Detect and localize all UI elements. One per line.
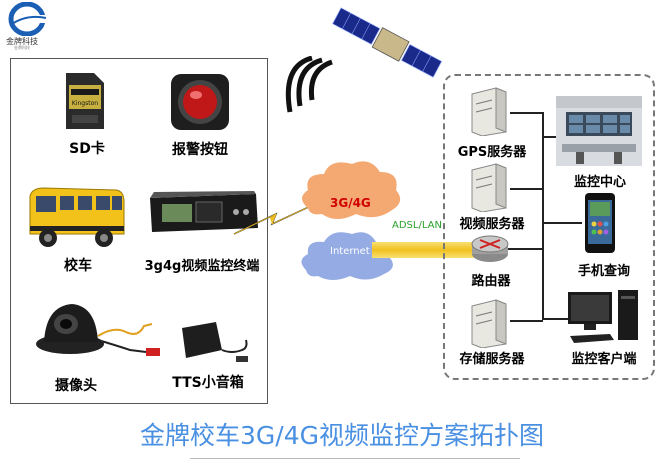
phone-icon: [585, 193, 615, 253]
speaker-icon: [182, 322, 248, 362]
camera-label: 摄像头: [55, 378, 97, 394]
gps-connector: [510, 112, 543, 114]
school-bus-label: 校车: [64, 258, 92, 274]
adsl-link-label: ADSL/LAN: [392, 220, 442, 231]
phone-label: 手机查询: [577, 264, 630, 279]
video-server-label: 视频服务器: [459, 217, 525, 232]
router-icon: [471, 235, 509, 262]
cloud-internet-icon: [301, 232, 393, 280]
wireless-link-icon: [233, 197, 329, 235]
video-server-icon: [471, 163, 507, 212]
video-server-connector: [510, 188, 543, 190]
client-connector: [542, 318, 568, 320]
server-panel: [443, 74, 655, 380]
diagram-title: 金牌校车3G/4G视频监控方案拓扑图: [140, 421, 544, 450]
storage-server-label: 存储服务器: [459, 352, 525, 367]
sd-card-icon: Kingston: [66, 73, 104, 129]
logo-subtext: 金牌科技: [14, 45, 30, 50]
client-pc-label: 监控客户端: [571, 352, 637, 367]
client-pc-icon: [568, 290, 638, 343]
video-terminal-label: 3g4g视频监控终端: [144, 259, 260, 274]
school-bus-icon: [29, 187, 125, 247]
bus-line: [542, 112, 544, 320]
alarm-button-label: 报警按钮: [172, 142, 228, 158]
adsl-link: [372, 242, 480, 258]
signal-waves-icon: [285, 56, 333, 113]
logo-icon: [8, 1, 49, 37]
speaker-label: TTS小音箱: [172, 375, 244, 391]
svg-text:Kingston: Kingston: [72, 100, 98, 107]
video-terminal-icon: [150, 191, 258, 232]
cloud-3g-icon: [302, 161, 401, 219]
monitor-center-icon: [556, 96, 642, 166]
title-underline: [190, 458, 520, 459]
storage-connector: [510, 320, 543, 322]
router-label: 路由器: [471, 274, 511, 289]
gps-server-label: GPS服务器: [457, 145, 527, 160]
phone-connector: [542, 222, 582, 224]
satellite-icon: [332, 7, 443, 78]
sd-card-label: SD卡: [69, 141, 105, 157]
storage-server-icon: [471, 299, 507, 348]
router-connector: [508, 248, 543, 250]
alarm-button-icon: [171, 74, 229, 130]
logo-text: 金牌科技: [6, 37, 38, 46]
cloud-3g-label: 3G/4G: [330, 196, 371, 210]
camera-icon: [36, 304, 160, 356]
cloud-internet-label: Internet: [330, 246, 370, 257]
company-logo: 金牌科技 金牌科技: [4, 1, 50, 50]
monitor-center-connector: [542, 136, 562, 138]
gps-server-icon: [471, 87, 507, 136]
monitor-center-label: 监控中心: [573, 175, 626, 190]
